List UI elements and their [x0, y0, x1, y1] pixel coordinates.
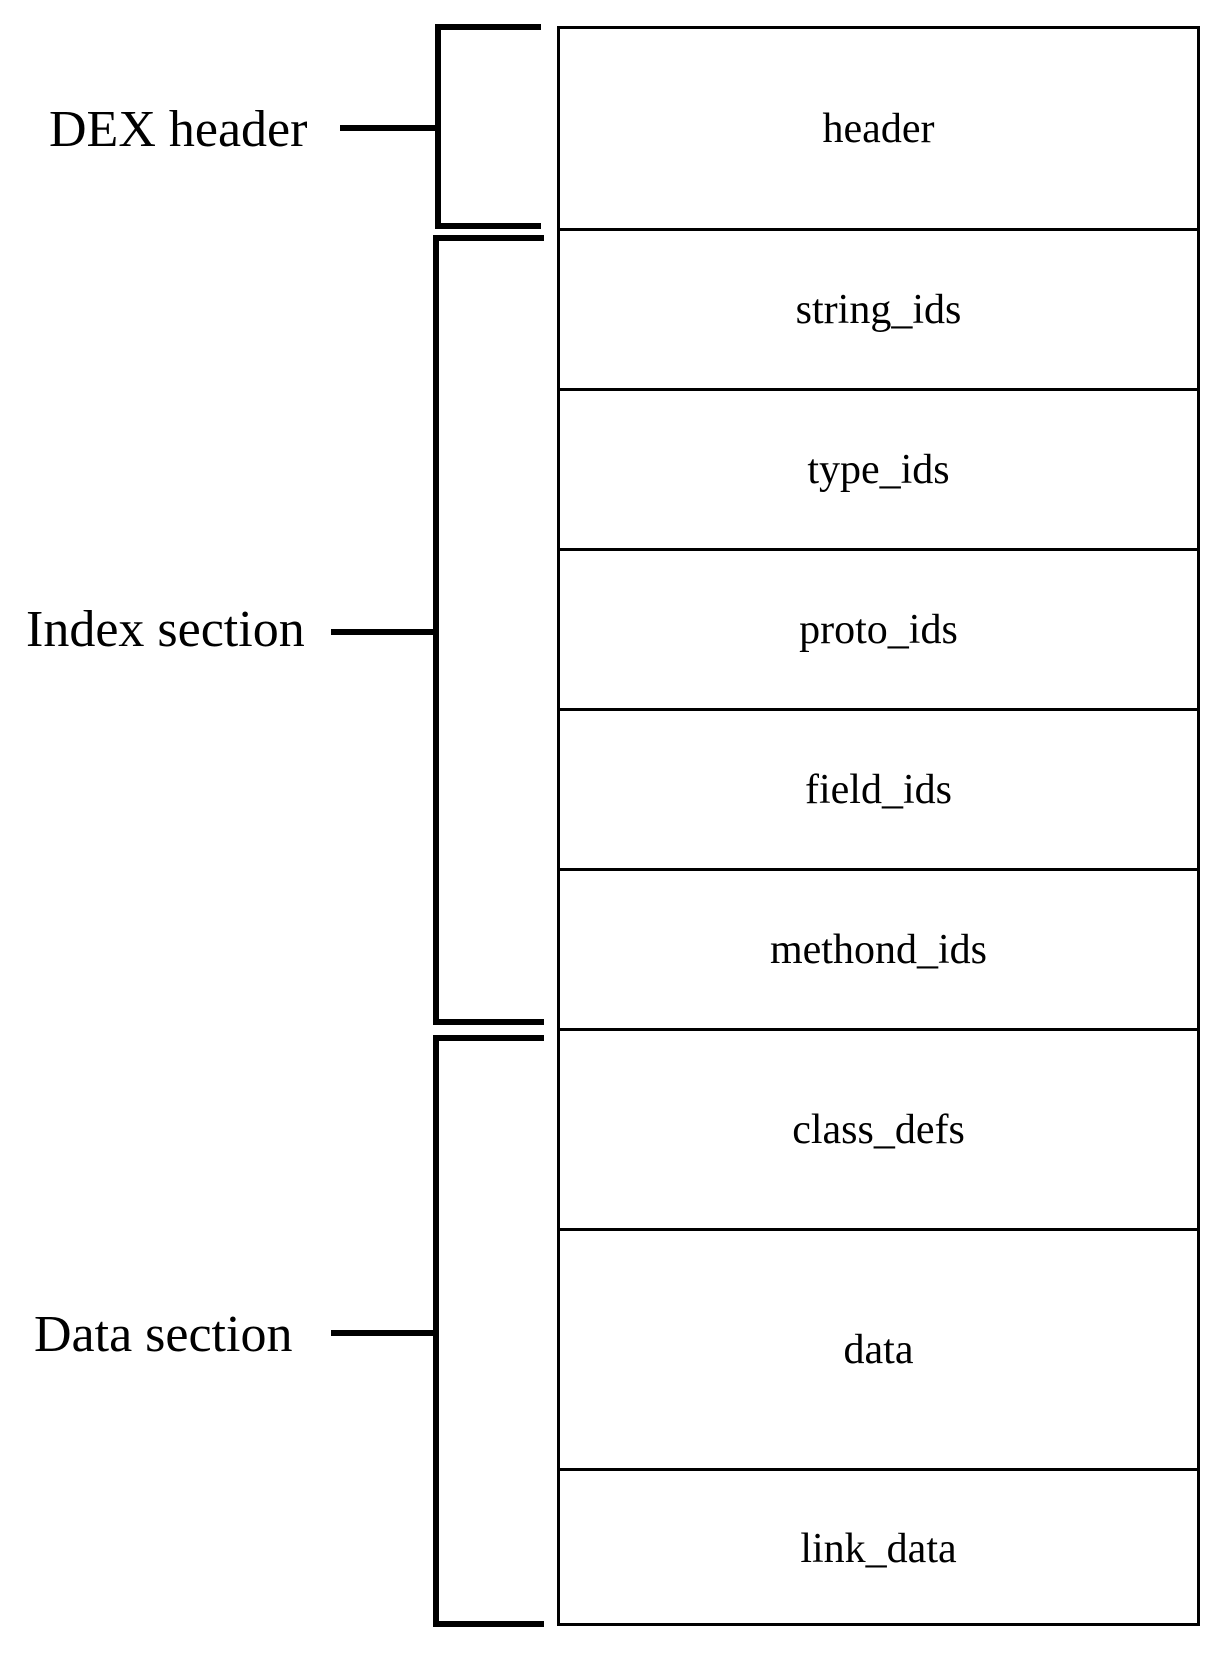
section-label: field_ids [805, 766, 952, 813]
section-link-data: link_data [560, 1471, 1197, 1626]
group-label-dex-header: DEX header [49, 101, 308, 158]
section-header: header [560, 29, 1197, 231]
section-type-ids: type_ids [560, 391, 1197, 551]
dex-sections-table: header string_ids type_ids proto_ids fie… [557, 26, 1200, 1626]
section-data: data [560, 1231, 1197, 1471]
section-method-ids: methond_ids [560, 871, 1197, 1031]
section-label: string_ids [795, 286, 962, 333]
section-field-ids: field_ids [560, 711, 1197, 871]
section-label: data [843, 1326, 914, 1373]
section-label: class_defs [792, 1106, 965, 1153]
bracket-index-section [331, 235, 544, 1025]
section-label: proto_ids [799, 606, 958, 653]
section-label: type_ids [807, 446, 950, 493]
bracket-data-section [331, 1035, 544, 1627]
section-label: methond_ids [770, 926, 987, 973]
group-label-index-section: Index section [26, 601, 305, 658]
section-label: link_data [800, 1525, 957, 1572]
section-string-ids: string_ids [560, 231, 1197, 391]
section-proto-ids: proto_ids [560, 551, 1197, 711]
bracket-dex-header [340, 24, 541, 229]
section-label: header [822, 105, 935, 152]
section-class-defs: class_defs [560, 1031, 1197, 1231]
group-label-data-section: Data section [34, 1306, 293, 1363]
